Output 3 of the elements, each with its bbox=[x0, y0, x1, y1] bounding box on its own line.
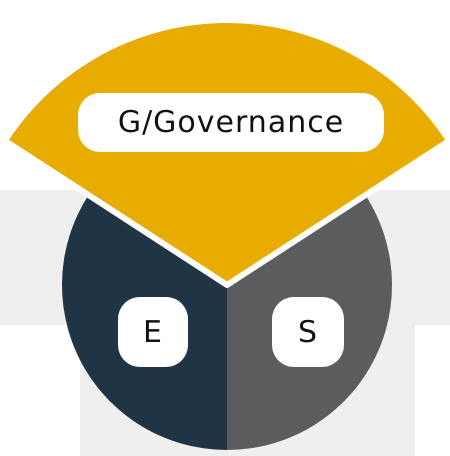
label-pill: E bbox=[118, 297, 188, 367]
label-pill: S bbox=[272, 297, 344, 367]
label-pill: G/Governance bbox=[78, 93, 384, 152]
